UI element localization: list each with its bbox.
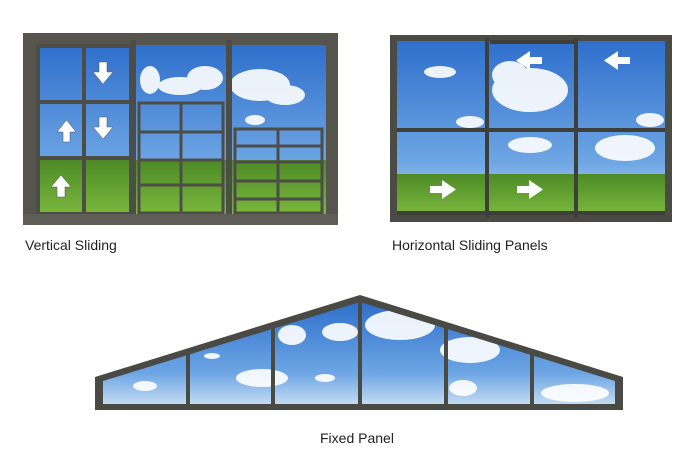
clouds (140, 66, 305, 125)
horizontal-sliding-window (390, 35, 672, 222)
arrow-left-icon (604, 51, 630, 70)
arrow-right-icon (430, 180, 456, 199)
arrow-down-icon (92, 116, 114, 140)
arrow-right-icon (517, 180, 543, 199)
arrow-left-icon (516, 51, 542, 70)
arrow-down-icon (92, 61, 114, 85)
horizontal-sliding-label: Horizontal Sliding Panels (392, 237, 548, 253)
fixed-panel-window (95, 295, 623, 410)
arrow-up-icon (56, 119, 77, 143)
arrow-up-icon (50, 174, 72, 198)
fixed-panel-label: Fixed Panel (320, 430, 394, 446)
clouds (424, 61, 664, 161)
vertical-sliding-label: Vertical Sliding (25, 237, 117, 253)
vertical-sliding-window (23, 33, 338, 225)
